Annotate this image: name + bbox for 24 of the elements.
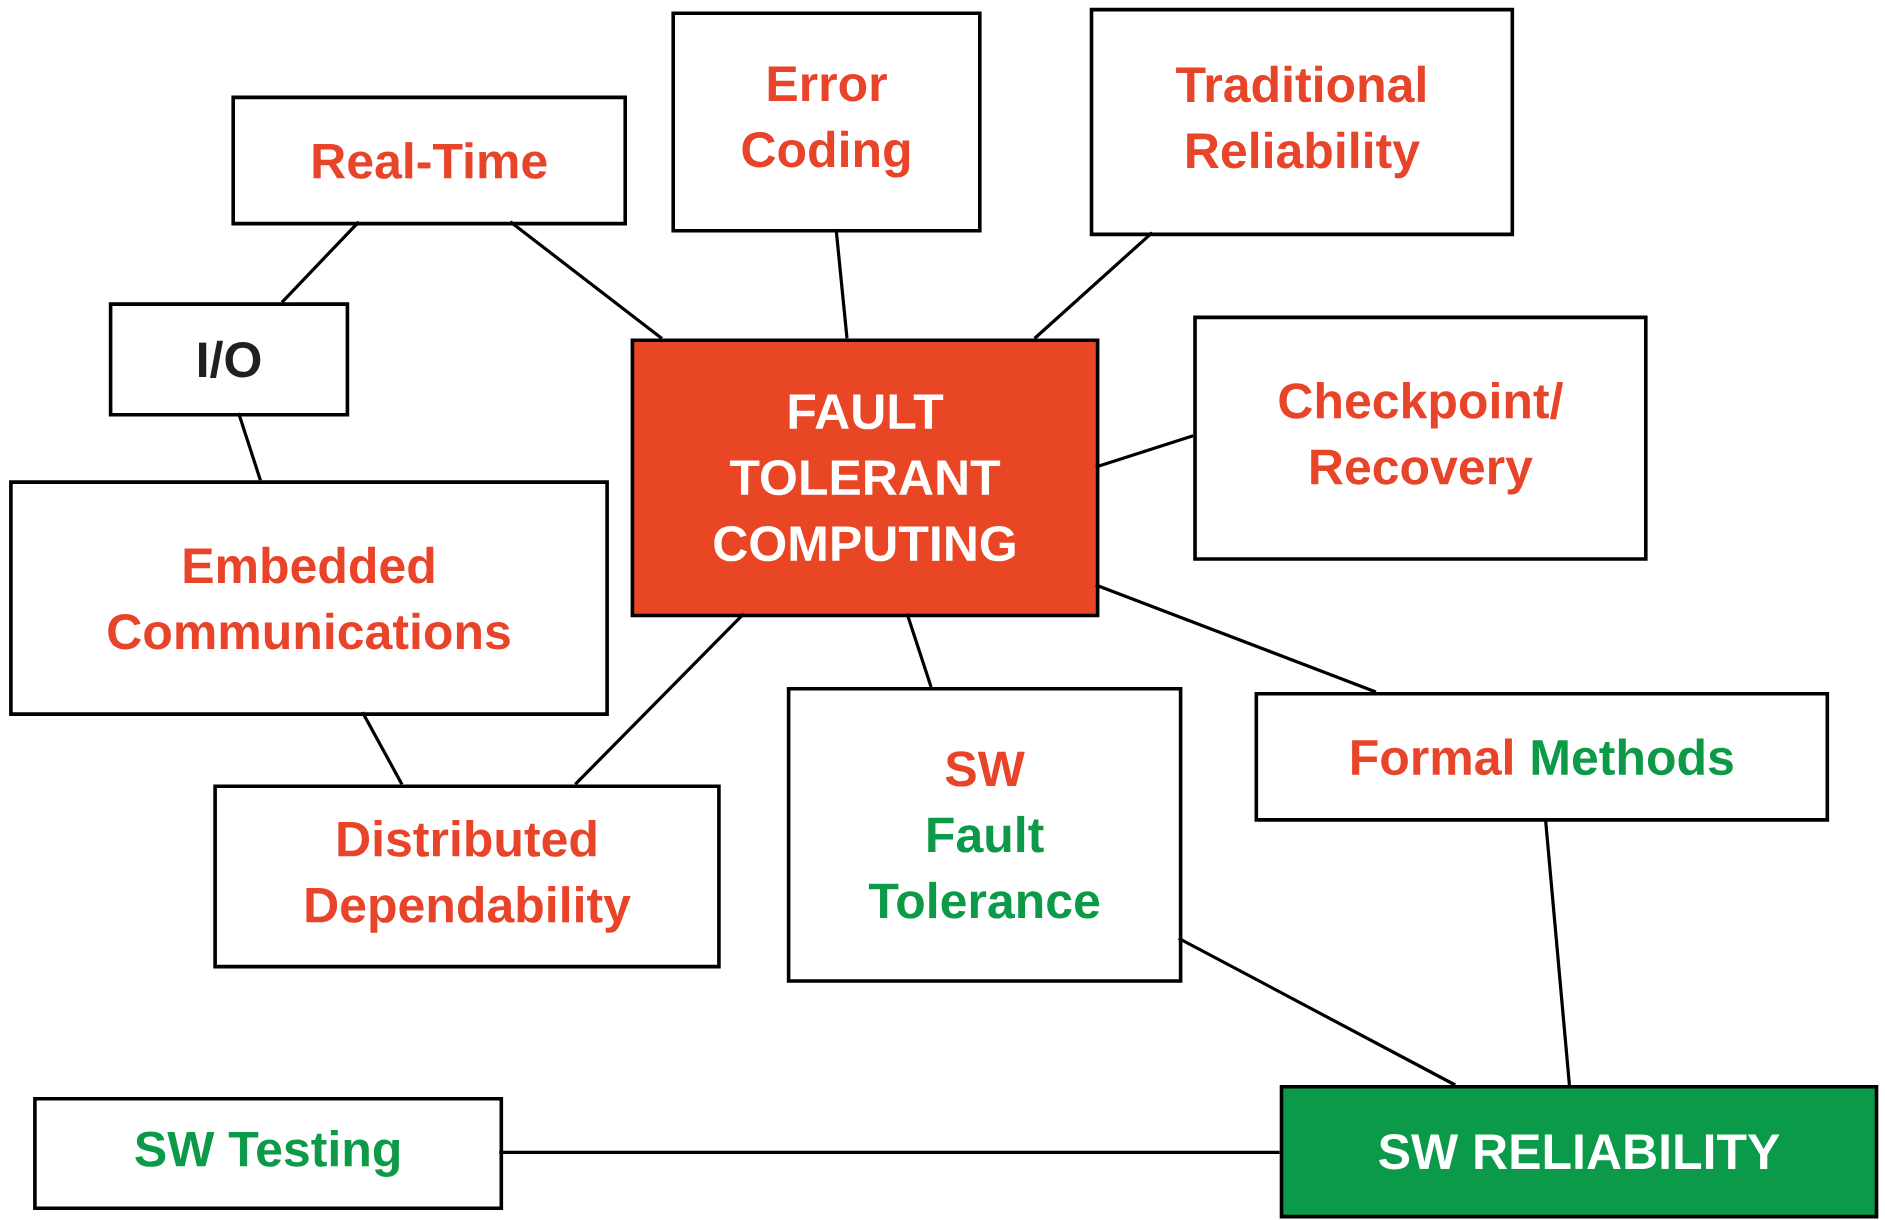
connector-line bbox=[1095, 434, 1194, 469]
connector-line bbox=[509, 220, 663, 340]
topic-box: Error Coding bbox=[671, 11, 982, 233]
topic-box: Checkpoint/ Recovery bbox=[1193, 315, 1648, 561]
connector-line bbox=[834, 228, 849, 339]
topic-box: Formal Methods bbox=[1254, 691, 1830, 822]
connector-line bbox=[574, 612, 745, 786]
topic-box: Traditional Reliability bbox=[1089, 7, 1515, 237]
connector-line bbox=[237, 412, 262, 481]
connector-line bbox=[1033, 231, 1154, 340]
topic-box: Distributed Dependability bbox=[213, 784, 721, 969]
connector-line bbox=[1095, 583, 1377, 694]
connector-line bbox=[1177, 936, 1456, 1087]
connector-line bbox=[280, 220, 360, 304]
topic-box: SW Fault Tolerance bbox=[786, 687, 1183, 983]
topic-box: Embedded Communications bbox=[9, 480, 609, 716]
connector-line bbox=[499, 1150, 1280, 1154]
central-topic-box: SW RELIABILITY bbox=[1279, 1085, 1879, 1219]
topic-box: Real-Time bbox=[231, 95, 627, 226]
topic-box: SW Testing bbox=[33, 1097, 504, 1210]
connector-line bbox=[361, 711, 404, 786]
connector-line bbox=[905, 613, 933, 688]
central-topic-box: FAULT TOLERANT COMPUTING bbox=[630, 338, 1100, 618]
topic-box: I/O bbox=[108, 302, 350, 417]
